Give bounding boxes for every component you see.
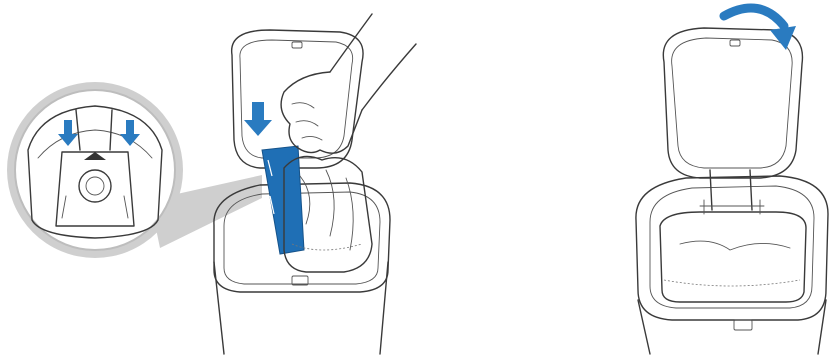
zoom-callout xyxy=(7,82,183,258)
hand-icon xyxy=(281,14,416,153)
close-lid-drawing xyxy=(600,0,830,355)
step-close-lid-illustration xyxy=(600,0,830,355)
bin-body xyxy=(636,170,828,354)
step-insert-bag-illustration xyxy=(0,0,420,355)
lid-button xyxy=(730,40,740,46)
lid-button xyxy=(292,42,302,48)
base-label-plate xyxy=(734,320,752,330)
open-lid xyxy=(663,28,802,178)
down-arrow-blue-icon xyxy=(244,102,272,136)
bag-card xyxy=(262,146,304,254)
insert-bag-drawing xyxy=(0,0,420,355)
